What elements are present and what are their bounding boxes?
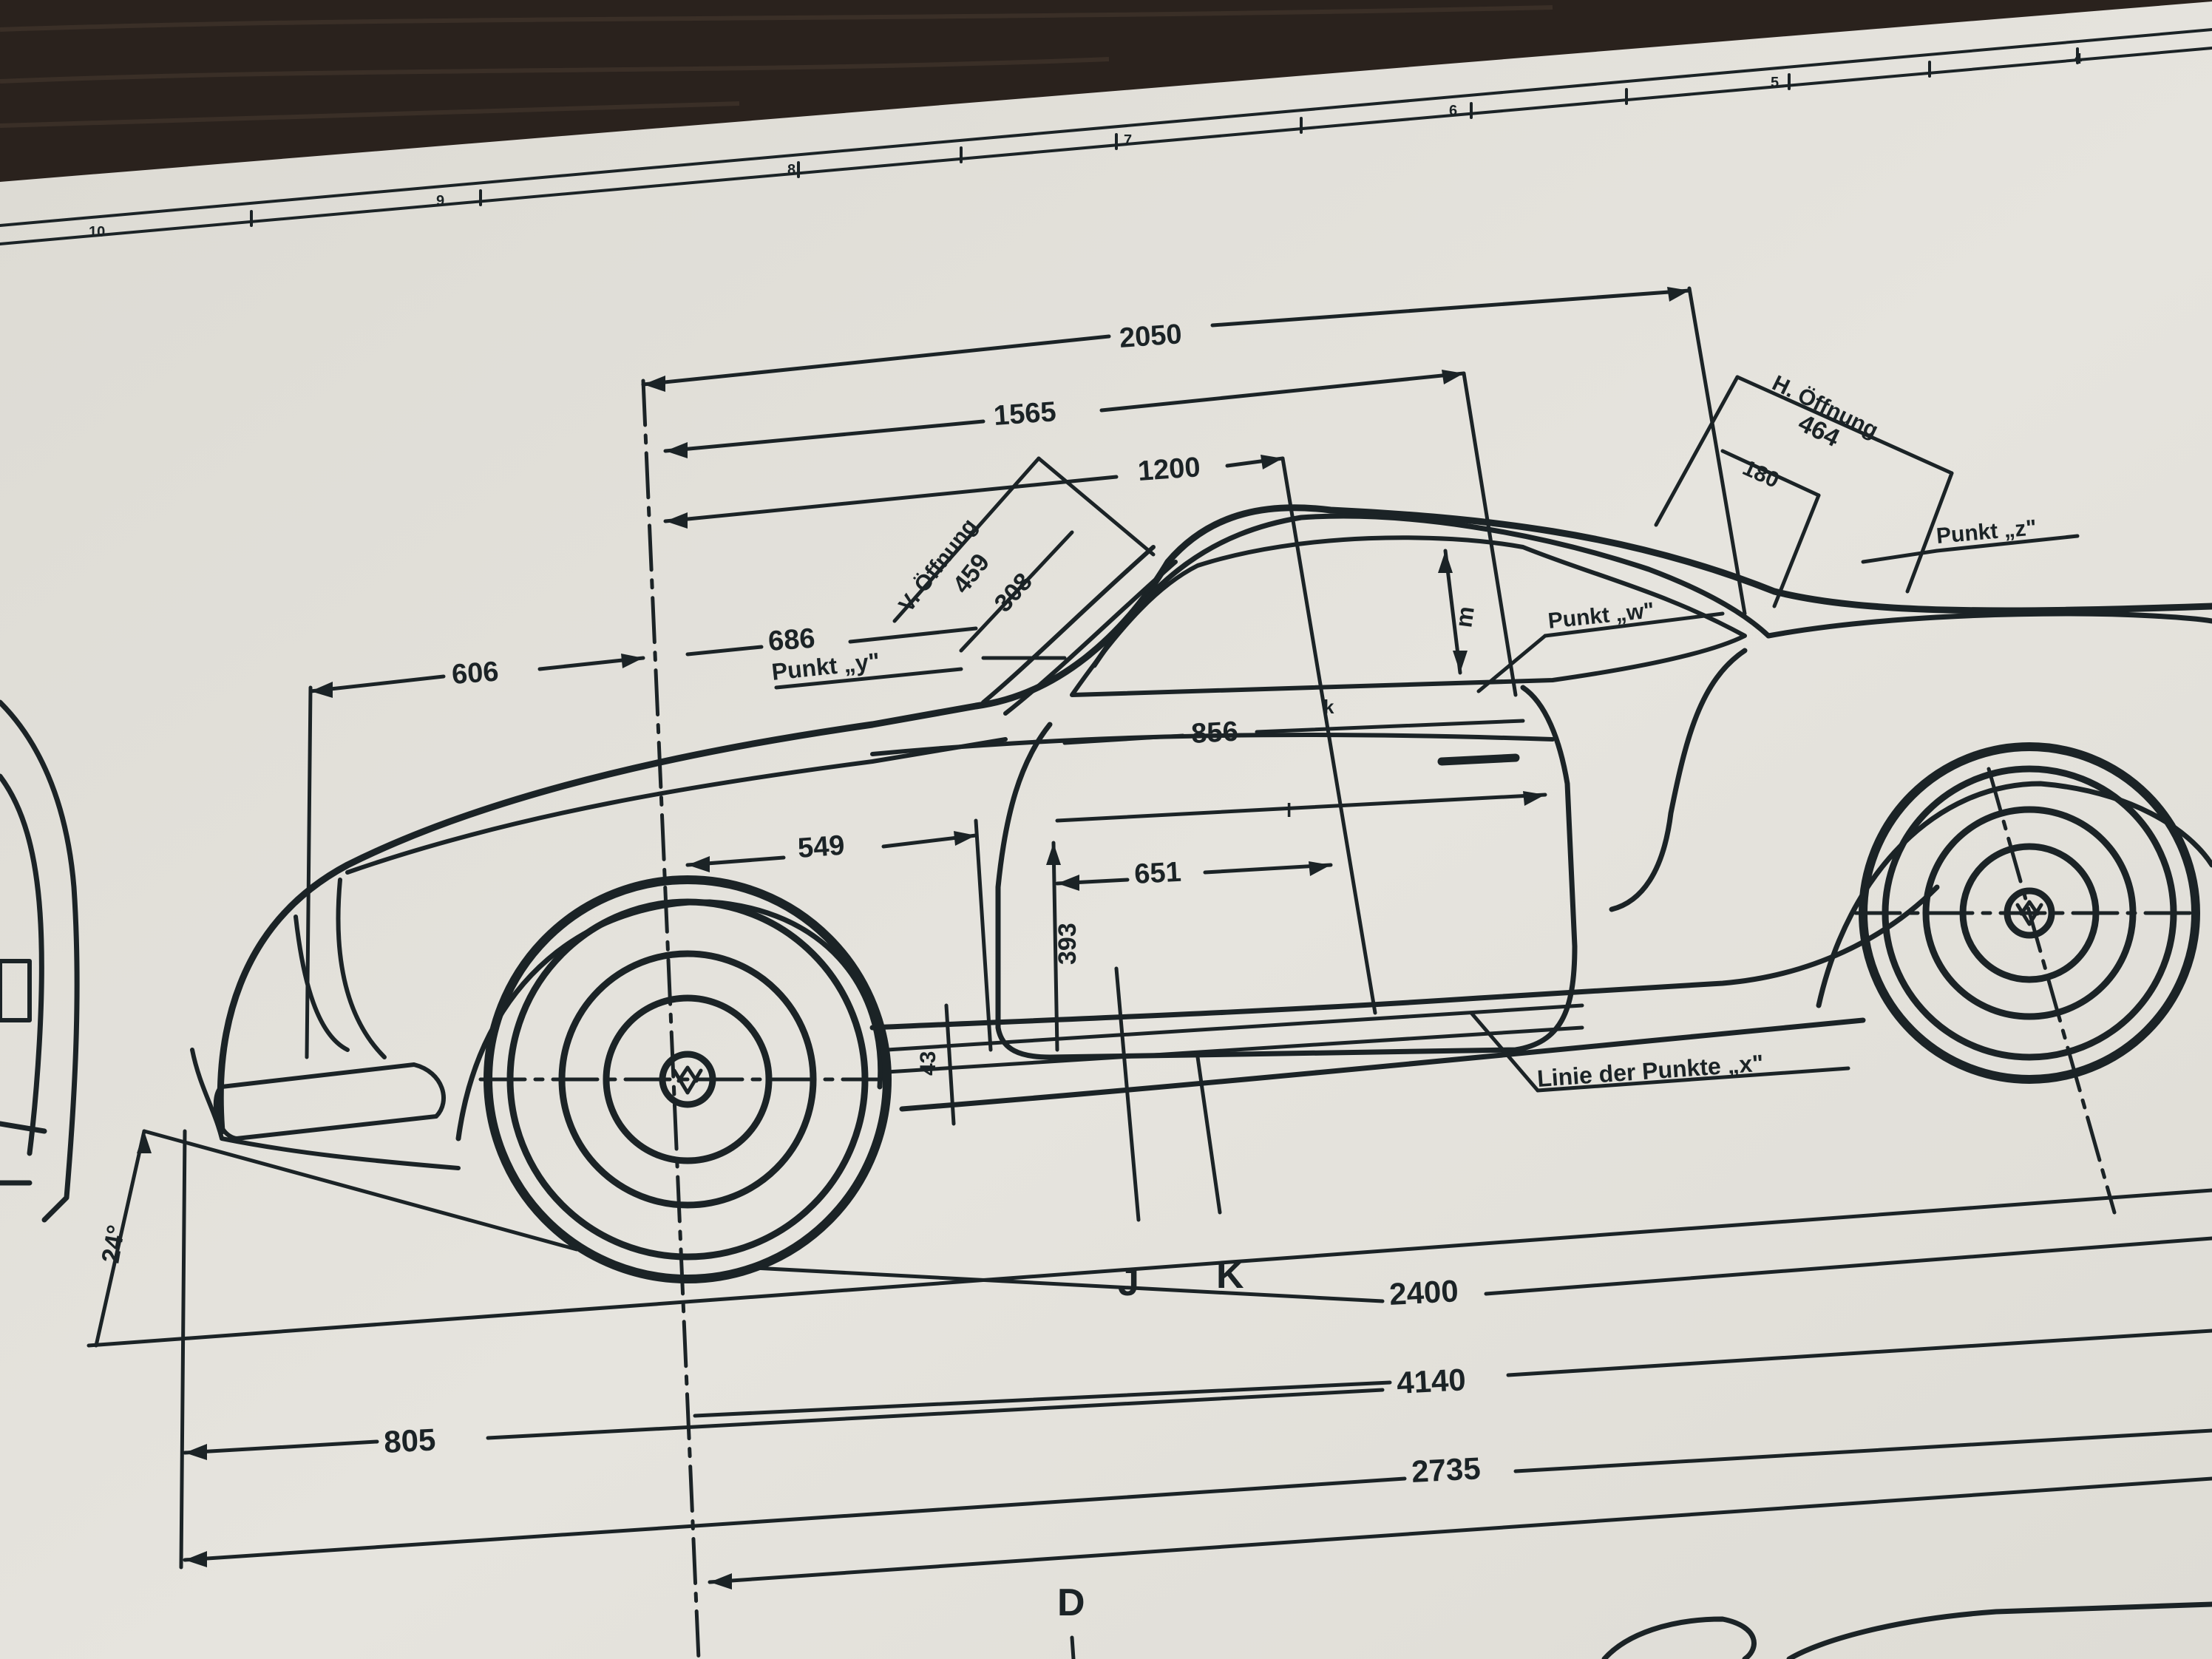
dim-2050: 2050 (1119, 319, 1183, 354)
label-k: K (1216, 1254, 1244, 1297)
dim-angle-24: 24° (96, 1223, 130, 1265)
running-board (885, 1003, 1584, 1074)
ruler-number-6: 6 (1449, 103, 1457, 119)
label-d: D (1057, 1581, 1085, 1624)
dim-805: 805 (383, 1422, 436, 1459)
ruler-number-8: 8 (787, 162, 795, 178)
dim-1200: 1200 (1137, 452, 1201, 487)
wood-grain (0, 5, 1553, 128)
dim-1565: 1565 (993, 396, 1057, 432)
label-k-small: k (1323, 696, 1334, 718)
roof-line (1091, 513, 1771, 668)
rear-deck (1609, 611, 2212, 912)
front-valance (190, 1048, 461, 1170)
dim-856: 856 (1190, 716, 1239, 750)
door-outline (995, 685, 1578, 1060)
ruler-number-5: 5 (1771, 75, 1779, 91)
dim-43: 43 (916, 1051, 940, 1076)
door-handle (1437, 753, 1520, 766)
dim-606: 606 (451, 657, 500, 691)
rocker-lower (899, 1017, 1866, 1112)
label-j: J (1118, 1261, 1139, 1304)
dim-2400: 2400 (1388, 1273, 1459, 1312)
label-l: l (1286, 799, 1292, 821)
lower-view-fragment (1601, 1601, 2212, 1659)
trim-line (870, 733, 1555, 756)
ruler-number-4: 4 (2074, 51, 2083, 67)
ruler-number-7: 7 (1124, 132, 1132, 149)
front-view-fragment (0, 699, 80, 1223)
dim-393: 393 (1054, 923, 1082, 965)
ruler-number-9: 9 (436, 193, 444, 209)
side-window (1070, 535, 1747, 697)
car-side-view (190, 504, 2212, 1170)
front-fender (294, 878, 387, 1059)
vw-hubcap-rear (2015, 900, 2043, 926)
hood-line (345, 737, 1008, 875)
label-m: m (1450, 605, 1479, 629)
vw-hubcap-front (672, 1065, 703, 1095)
dim-4140: 4140 (1396, 1362, 1467, 1400)
dim-651: 651 (1133, 857, 1182, 890)
top-ruler (0, 28, 2212, 245)
windshield (981, 545, 1178, 716)
arrowheads (137, 287, 1689, 1590)
dim-686: 686 (767, 623, 816, 657)
dim-2735: 2735 (1411, 1451, 1482, 1489)
front-bumper (213, 1062, 446, 1141)
dim-549: 549 (797, 830, 846, 864)
ruler-number-10: 10 (89, 224, 105, 240)
